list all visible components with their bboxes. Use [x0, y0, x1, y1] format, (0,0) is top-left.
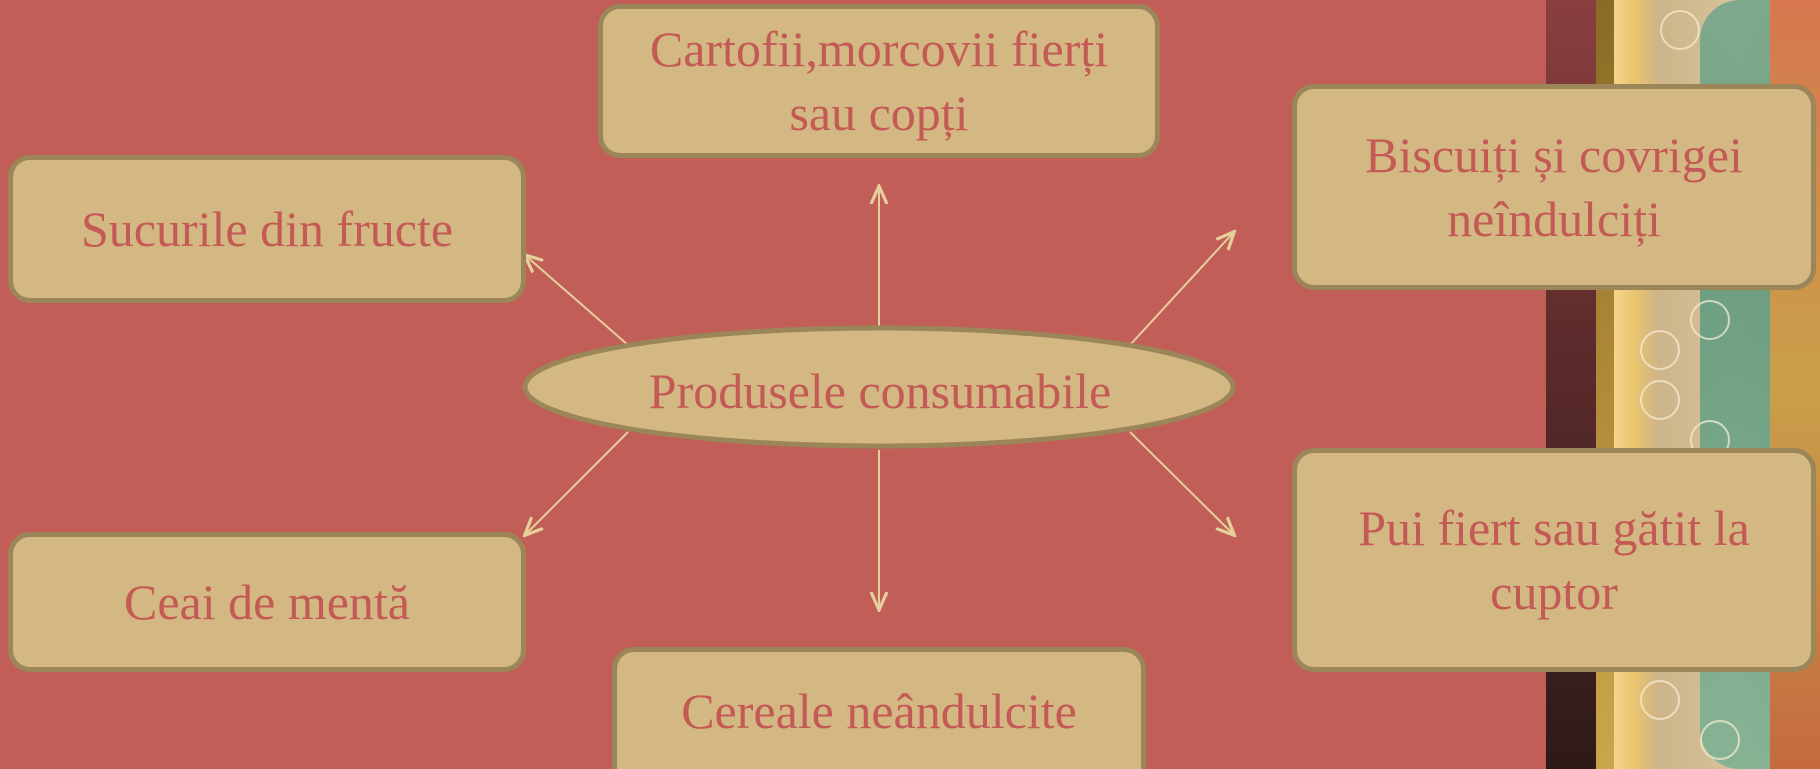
- node-lower-left: Ceai de mentă: [8, 532, 526, 672]
- arrow-to-lower-left: [526, 431, 629, 534]
- arrow-to-upper-right: [1129, 233, 1233, 346]
- node-upper-left: Sucurile din fructe: [8, 155, 526, 303]
- center-label: Produsele consumabile: [648, 363, 1112, 419]
- node-upper-right: Biscuiți și covrigei neîndulciți: [1292, 84, 1816, 290]
- node-top: Cartofii,morcovii fierți sau copți: [598, 4, 1160, 158]
- arrow-to-lower-right: [1129, 431, 1233, 534]
- arrow-to-upper-left: [526, 256, 629, 346]
- node-bottom: Cereale neândulcite: [612, 647, 1146, 769]
- center-ellipse: [522, 325, 1236, 449]
- node-lower-right: Pui fiert sau gătit la cuptor: [1292, 448, 1816, 672]
